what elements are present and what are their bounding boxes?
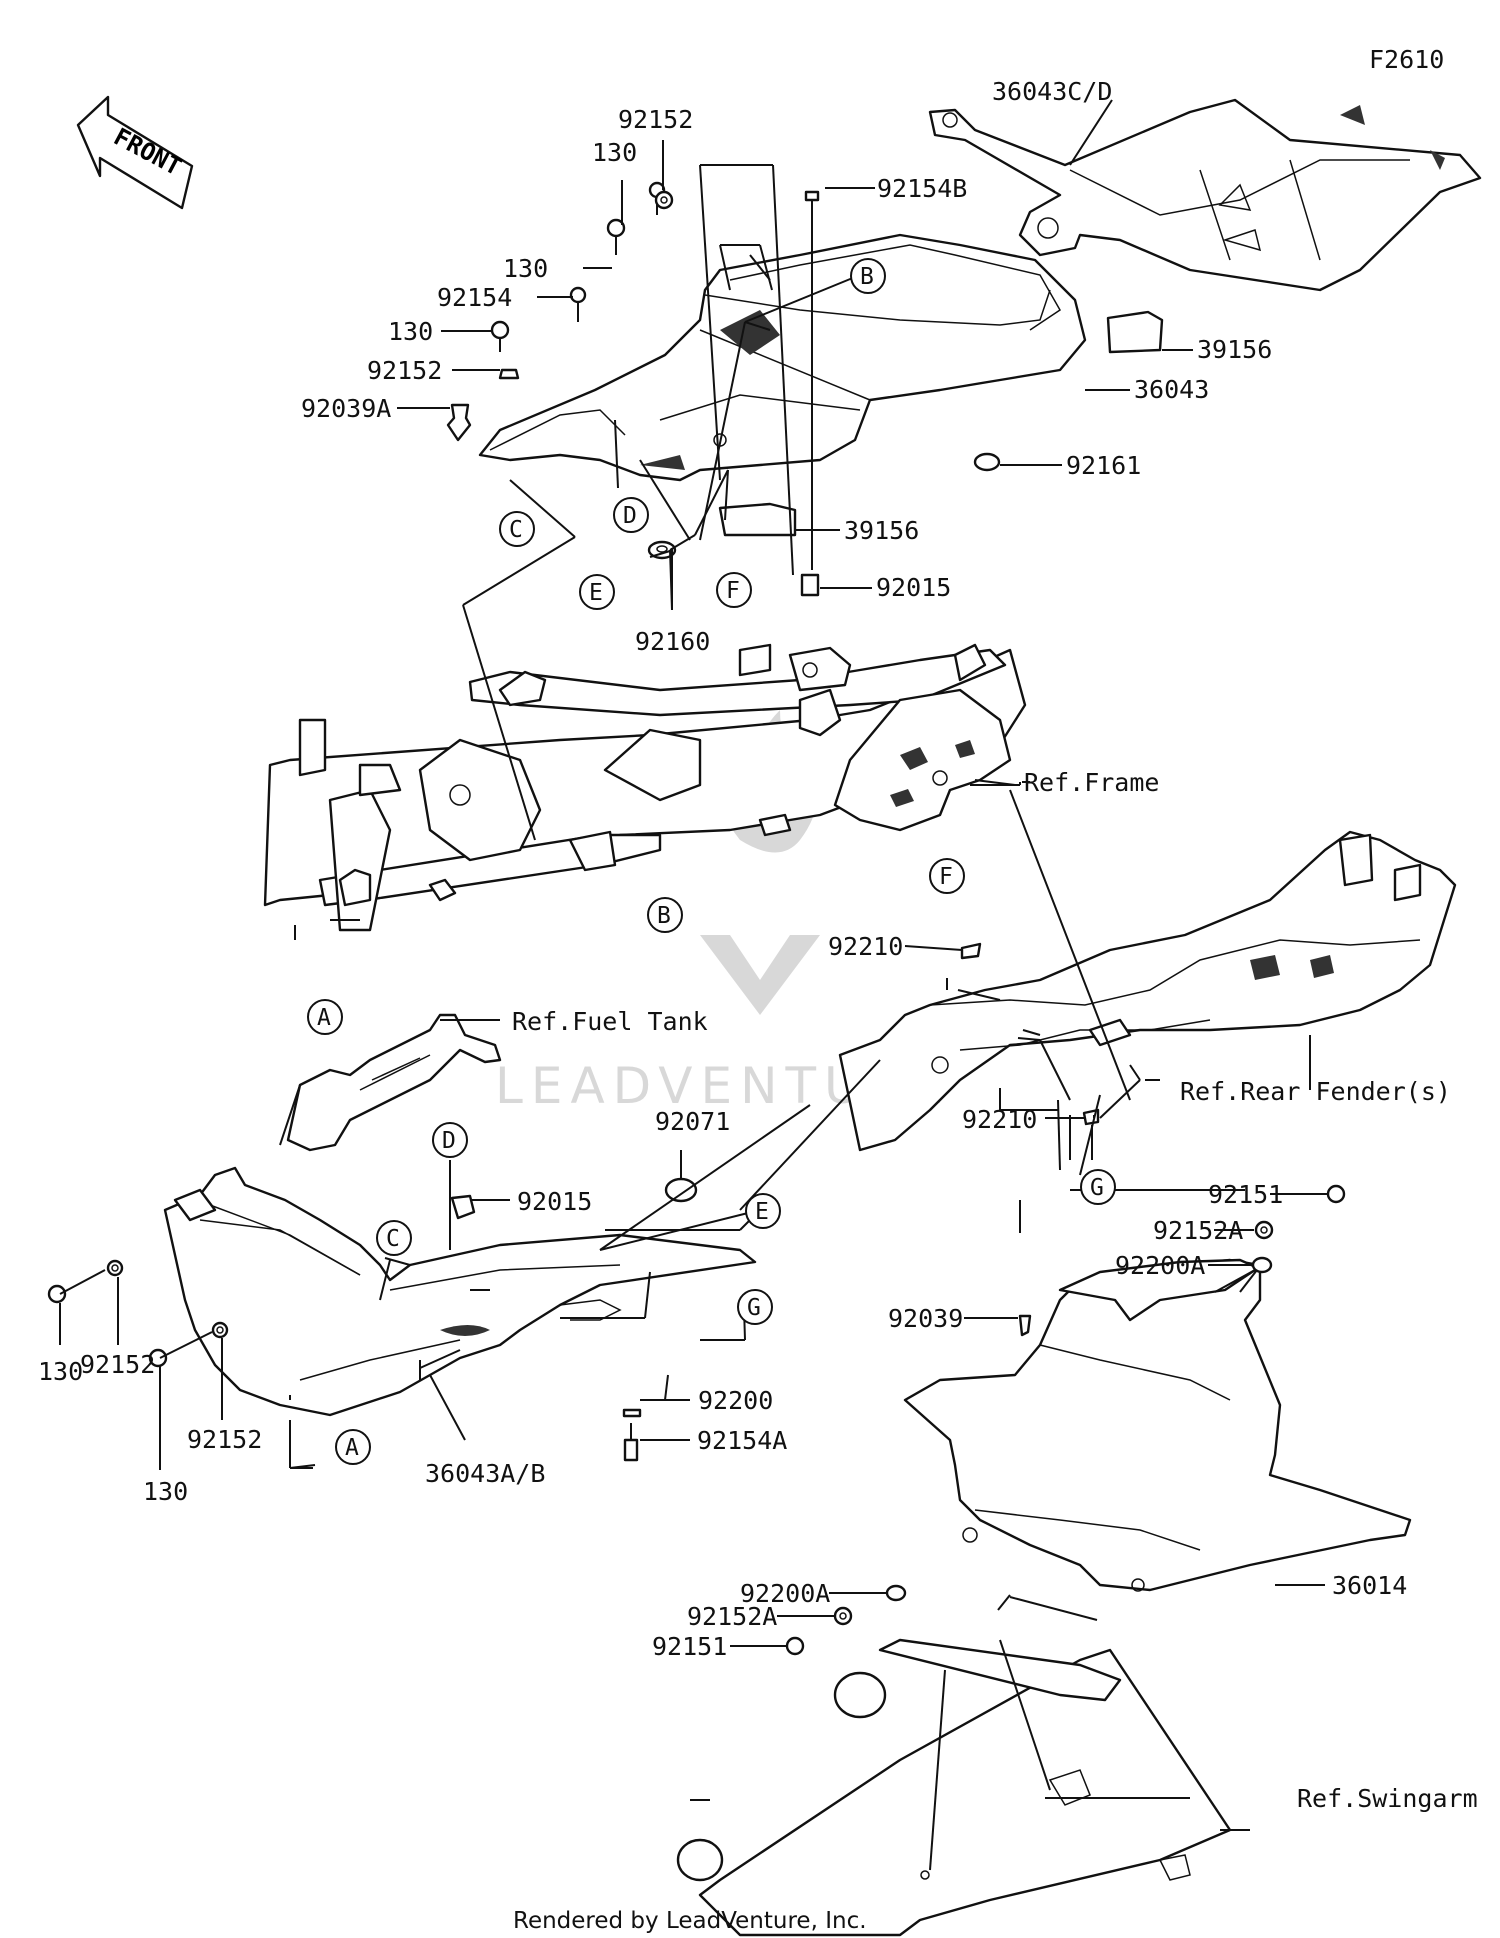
label-92154a: 92154A (697, 1426, 787, 1455)
label-ref-fuel-tank: Ref.Fuel Tank (512, 1007, 708, 1036)
label-36014: 36014 (1332, 1571, 1407, 1600)
ref-e-top: E (589, 580, 603, 606)
ref-g-fender: G (1090, 1175, 1104, 1201)
rear-fender (838, 830, 1457, 1152)
top-fairing-36043cd (928, 98, 1482, 292)
fuel-tank-bracket (286, 1013, 502, 1152)
label-92152a-upper: 92152A (1153, 1216, 1243, 1245)
label-92071: 92071 (655, 1107, 730, 1136)
label-92152-lower1: 92152 (80, 1350, 155, 1379)
label-36043ab: 36043A/B (425, 1459, 545, 1488)
label-92210-lower: 92210 (962, 1105, 1037, 1134)
watermark-v-icon (700, 935, 820, 1015)
label-130-lower2: 130 (143, 1477, 188, 1506)
label-92200a-upper: 92200A (1115, 1251, 1205, 1280)
label-ref-rear-fender: Ref.Rear Fender(s) (1180, 1077, 1451, 1106)
footer-credit: Rendered by LeadVenture, Inc. (513, 1908, 867, 1934)
ref-f-fender: F (939, 864, 953, 890)
label-92161: 92161 (1066, 451, 1141, 480)
ref-b-top: B (860, 264, 874, 290)
figure-code: F2610 (1369, 45, 1444, 74)
leader-lines (59, 99, 1325, 1871)
label-92152-top: 92152 (618, 105, 693, 134)
pad-39156-upper-icon (1106, 310, 1164, 354)
ref-b-frame: B (657, 903, 671, 929)
ref-c-lower: C (386, 1226, 400, 1252)
front-arrow: FRONT (76, 95, 194, 210)
front-arrow-icon (76, 95, 194, 210)
ref-a-frame: A (317, 1005, 331, 1031)
label-92152-left: 92152 (367, 356, 442, 385)
ref-c-top: C (509, 517, 523, 543)
fasteners (47, 181, 1346, 1656)
label-130-top: 130 (592, 138, 637, 167)
label-92152a-lower: 92152A (687, 1602, 777, 1631)
ref-d-top: D (623, 503, 637, 529)
ref-g-lower: G (747, 1295, 761, 1321)
ref-a-lower: A (345, 1435, 359, 1461)
callout-labels: 36043C/D 92152 130 92154B 130 92154 130 … (38, 77, 1478, 1813)
label-ref-swingarm: Ref.Swingarm (1297, 1784, 1478, 1813)
label-39156-lower: 39156 (844, 516, 919, 545)
ref-e-lower: E (755, 1199, 769, 1225)
label-92015-lower: 92015 (517, 1187, 592, 1216)
label-92151-lower: 92151 (652, 1632, 727, 1661)
reference-lines (279, 164, 1141, 1801)
label-36043cd: 36043C/D (992, 77, 1112, 106)
ref-d-lower: D (442, 1128, 456, 1154)
label-36043: 36043 (1134, 375, 1209, 404)
label-92210-upper: 92210 (828, 932, 903, 961)
label-92200a-lower: 92200A (740, 1579, 830, 1608)
label-92154b: 92154B (877, 174, 967, 203)
ref-f-top: F (726, 578, 740, 604)
label-92154: 92154 (437, 283, 512, 312)
label-92039: 92039 (888, 1304, 963, 1333)
label-92200: 92200 (698, 1386, 773, 1415)
swingarm (676, 1638, 1232, 1937)
reference-circles: B C D E F B A F G D C E G A (307, 258, 1116, 1465)
label-130-mid: 130 (503, 254, 548, 283)
label-92039a: 92039A (301, 394, 391, 423)
label-ref-frame: Ref.Frame (1024, 768, 1159, 797)
chain-cover-36014 (903, 1258, 1412, 1592)
pad-39156-lower-icon (718, 502, 797, 537)
label-130-lower1: 130 (38, 1357, 83, 1386)
label-92151-upper: 92151 (1208, 1180, 1283, 1209)
label-92152-lower2: 92152 (187, 1425, 262, 1454)
label-92160: 92160 (635, 627, 710, 656)
label-130-left: 130 (388, 317, 433, 346)
side-cover-36043ab (163, 1166, 757, 1417)
label-92015-upper: 92015 (876, 573, 951, 602)
label-39156-upper: 39156 (1197, 335, 1272, 364)
frame (263, 643, 1027, 932)
